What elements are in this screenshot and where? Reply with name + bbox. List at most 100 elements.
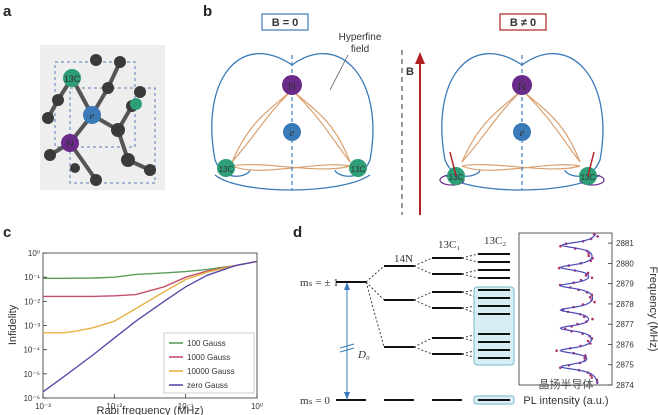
b-zero-c13-left-label: 13C bbox=[219, 165, 234, 174]
c-x-axis-label: Rabi frequency (MHz) bbox=[97, 405, 204, 415]
d-data-point bbox=[584, 274, 588, 277]
level-connector bbox=[461, 273, 479, 279]
level-connector bbox=[461, 253, 479, 259]
lattice-atom-carbon bbox=[102, 82, 114, 94]
lattice-atom-electron bbox=[83, 106, 101, 124]
level-connector bbox=[413, 291, 433, 301]
lattice-atom-carbon bbox=[114, 56, 126, 68]
d-data-point bbox=[590, 276, 594, 280]
panel-a-lattice: 13C e C N bbox=[40, 45, 165, 190]
b-nonzero-c13-left-label: 13C bbox=[449, 173, 464, 182]
d-data-point bbox=[591, 317, 594, 321]
hyperfine-waves bbox=[231, 89, 351, 171]
hyperfine-label-line1: Hyperfine bbox=[339, 32, 382, 43]
lattice-atom-c13-small bbox=[130, 98, 142, 110]
c-y-axis-label: Infidelity bbox=[7, 304, 19, 345]
d-y-tick-label: 2874 bbox=[616, 381, 634, 390]
c-series-line bbox=[42, 260, 258, 393]
d-y-tick-label: 2880 bbox=[616, 259, 634, 268]
b-field-label: B bbox=[406, 66, 414, 78]
c-x-tick-label: 10⁻³ bbox=[35, 402, 51, 411]
level-connector bbox=[461, 291, 479, 299]
b-nonzero-nitrogen bbox=[512, 75, 532, 95]
level-connector bbox=[365, 281, 385, 348]
d-data-point bbox=[596, 235, 599, 238]
panel-d-levels: mₛ = ± 1 mₛ = 0 D₀ 14N 13C₁ 13C₂ bbox=[300, 235, 515, 407]
d-data-point bbox=[557, 266, 561, 270]
d-y-tick-label: 2878 bbox=[616, 300, 634, 309]
d0-label: D₀ bbox=[357, 349, 370, 361]
ms0-label: mₛ = 0 bbox=[300, 395, 330, 407]
d-y-tick-label: 2876 bbox=[616, 340, 634, 349]
c13-2-label: 13C₂ bbox=[484, 235, 506, 247]
panel-b-right: B B ≠ 0 N e 13C 13C bbox=[406, 13, 605, 215]
d-x-axis-label: PL intensity (a.u.) bbox=[523, 395, 608, 407]
spin-arrow-left bbox=[449, 151, 457, 177]
c-y-tick-label: 10⁻⁴ bbox=[23, 346, 40, 355]
spin-arrow-right bbox=[587, 151, 595, 177]
lattice-atom-carbon bbox=[121, 153, 135, 167]
d-data-point bbox=[587, 254, 591, 258]
b-zero-nitrogen bbox=[282, 75, 302, 95]
b-zero-box bbox=[261, 13, 309, 31]
d-y-tick-label: 2879 bbox=[616, 280, 634, 289]
level-connector bbox=[461, 269, 479, 275]
b-zero-n-label: N bbox=[288, 81, 296, 93]
b-nonzero-n-label: N bbox=[518, 81, 526, 93]
level-connector bbox=[461, 257, 479, 263]
b-nonzero-electron bbox=[513, 123, 531, 141]
panel-label-b: b bbox=[203, 3, 212, 20]
d-data-point bbox=[586, 271, 590, 275]
lattice-c-label: C bbox=[115, 126, 121, 135]
lattice-atom-carbon bbox=[44, 149, 56, 161]
b-zero-e-label: e bbox=[290, 127, 295, 139]
b-zero-c13-right bbox=[349, 159, 367, 177]
hyperfine-label-line2: field bbox=[351, 44, 369, 55]
lattice-atom-carbon bbox=[134, 86, 146, 98]
level-connector bbox=[413, 337, 433, 348]
level-connector bbox=[413, 257, 433, 267]
panel-label-c: c bbox=[3, 224, 11, 241]
d0-break-1 bbox=[339, 343, 355, 349]
d-y-tick-label: 2877 bbox=[616, 320, 634, 329]
b-zero-electron bbox=[283, 123, 301, 141]
level-connector bbox=[413, 265, 433, 275]
c-y-tick-label: 10⁻⁶ bbox=[24, 394, 40, 403]
c-y-tick-label: 10⁻⁵ bbox=[24, 370, 40, 379]
c-series-line bbox=[43, 260, 258, 334]
c-x-tick-label: 10⁻¹ bbox=[178, 402, 194, 411]
d-data-point bbox=[593, 300, 596, 304]
d-data-point bbox=[588, 295, 592, 299]
d-data-point bbox=[590, 376, 594, 379]
d-y-tick-label: 2875 bbox=[616, 361, 634, 370]
field-loops bbox=[211, 53, 374, 191]
d-data-point bbox=[555, 349, 558, 353]
c-legend-label: 100 Gauss bbox=[187, 339, 226, 348]
b-nonzero-title: B ≠ 0 bbox=[510, 17, 536, 29]
d-tick-labels: 2874 2875 2876 2877 2878 2879 2880 2881 bbox=[608, 239, 634, 390]
panel-b-left: B = 0 Hyperfine field N e 13C 13C bbox=[211, 13, 382, 191]
b-zero-title: B = 0 bbox=[272, 17, 299, 29]
level-connector bbox=[365, 281, 385, 301]
level-connector bbox=[461, 307, 479, 315]
lattice-atom-nitrogen bbox=[61, 134, 79, 152]
b-nonzero-c13-right-label: 13C bbox=[581, 173, 596, 182]
lattice-atom-carbon bbox=[42, 112, 54, 124]
c-y-tick-label: 10⁻¹ bbox=[24, 273, 40, 282]
b-zero-c13-right-label: 13C bbox=[351, 165, 366, 174]
lattice-electron-label: e bbox=[90, 110, 95, 122]
d0-break-2 bbox=[339, 347, 355, 353]
c-legend-label: 1000 Gauss bbox=[187, 353, 230, 362]
d-fit-curve bbox=[559, 233, 599, 385]
lattice-atom-carbon bbox=[70, 163, 80, 173]
lattice-atom-carbon bbox=[52, 94, 64, 106]
hyperfine-waves-right bbox=[461, 89, 581, 171]
d-y-tick-label: 2881 bbox=[616, 239, 634, 248]
lattice-atom-carbon bbox=[144, 164, 156, 176]
panel-label-a: a bbox=[3, 3, 12, 20]
n14-label: 14N bbox=[394, 253, 413, 265]
lattice-n-label: N bbox=[66, 139, 73, 150]
lattice-atom-carbon bbox=[90, 174, 102, 186]
